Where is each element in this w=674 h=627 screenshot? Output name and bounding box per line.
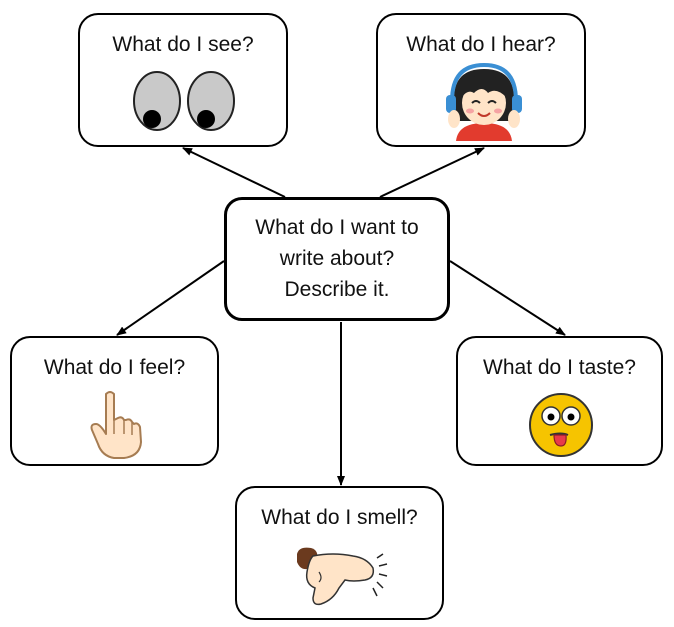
feel-label: What do I feel?	[43, 356, 186, 379]
center-line-3: Describe it.	[284, 278, 390, 301]
sniffing-nose-icon	[297, 547, 388, 606]
smell-label: What do I smell?	[261, 506, 418, 529]
center-line-2: write about?	[279, 247, 395, 270]
smell-node: What do I smell?	[235, 486, 444, 620]
eyes-icon	[133, 71, 235, 131]
hear-node: What do I hear?	[376, 13, 586, 147]
see-node: What do I see?	[78, 13, 288, 147]
center-line-1: What do I want to	[255, 216, 419, 239]
see-label: What do I see?	[112, 33, 254, 56]
arrow-to-feel	[116, 260, 225, 336]
tongue-out-face-icon	[529, 393, 593, 457]
taste-node: What do I taste?	[456, 336, 663, 466]
pointing-hand-icon	[90, 391, 142, 459]
arrow-to-taste	[449, 260, 566, 336]
center-topic-box: What do I want to write about? Describe …	[224, 197, 450, 321]
hear-label: What do I hear?	[406, 33, 556, 56]
arrow-to-hear	[379, 147, 485, 198]
taste-label: What do I taste?	[483, 356, 636, 379]
girl-with-headphones-icon	[446, 63, 522, 141]
feel-node: What do I feel?	[10, 336, 219, 466]
center-topic-text: What do I want to write about? Describe …	[227, 212, 447, 305]
arrow-to-see	[182, 147, 286, 198]
